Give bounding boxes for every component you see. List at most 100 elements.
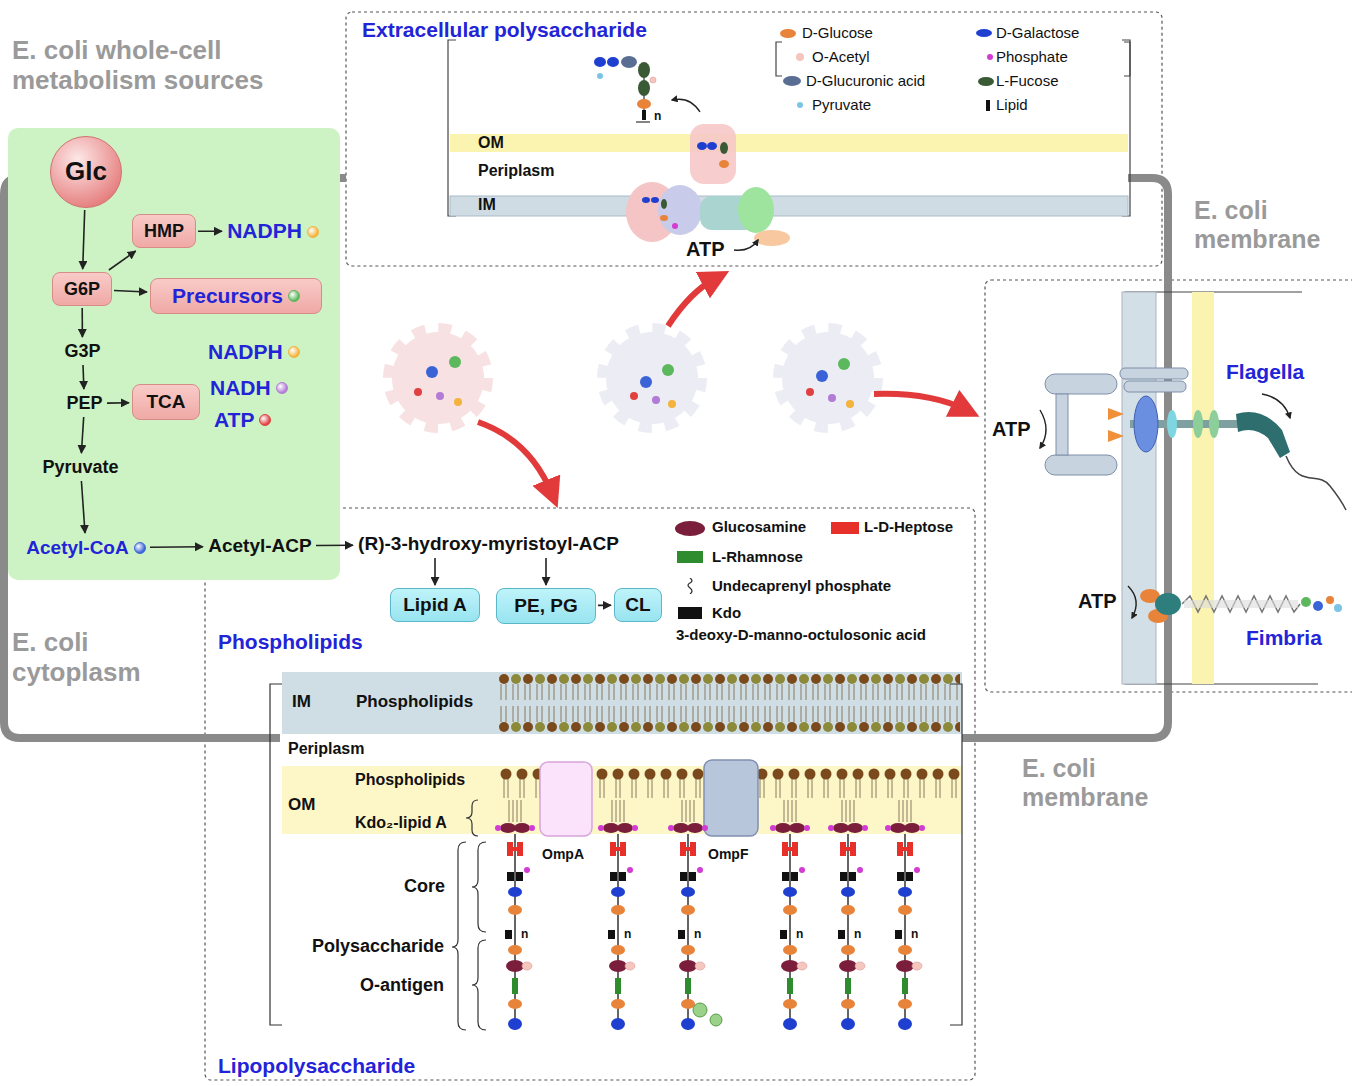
text-label: n bbox=[911, 928, 918, 942]
metabolite-node: Acetyl-ACP bbox=[206, 534, 314, 558]
text-label: Phospholipids bbox=[355, 771, 465, 789]
legend-holder: Pyruvate bbox=[812, 96, 871, 114]
legend-holder: Kdo bbox=[712, 604, 741, 622]
text-label: Phospholipids bbox=[218, 630, 363, 654]
text-label: 3-deoxy-D-manno-octulosonic acid bbox=[676, 626, 926, 643]
legend-swatch bbox=[780, 29, 796, 38]
text-label: OmpF bbox=[708, 846, 748, 862]
legend-swatch bbox=[677, 551, 703, 563]
lipid-box: Lipid A bbox=[390, 588, 480, 622]
label-holder: OmpF bbox=[708, 846, 748, 862]
text-label: IM bbox=[292, 692, 311, 712]
node-text: PE, PG bbox=[514, 595, 577, 617]
label-holder: n bbox=[654, 110, 661, 124]
label-holder: NADPH bbox=[208, 340, 300, 364]
cofactor-dot bbox=[288, 290, 300, 302]
flow-arrow bbox=[81, 417, 83, 453]
text-label: Extracellular polysaccharide bbox=[362, 18, 647, 42]
legend-holder: D-Galactose bbox=[996, 24, 1079, 42]
label-holder: Fimbria bbox=[1246, 626, 1322, 650]
label-holder: n bbox=[624, 928, 631, 942]
panel-heading: E. coli whole-cell metabolism sources bbox=[12, 36, 332, 96]
node-text: Acetyl-ACP bbox=[208, 535, 311, 557]
text-label: Periplasm bbox=[288, 740, 364, 758]
cofactor-dot bbox=[288, 346, 300, 358]
text-label: Polysaccharide bbox=[312, 936, 444, 957]
flow-arrow bbox=[81, 481, 85, 533]
text-label: Core bbox=[404, 876, 445, 897]
label-holder: IM bbox=[478, 196, 496, 214]
label-holder: O-antigen bbox=[360, 975, 444, 996]
flow-arrow bbox=[316, 544, 353, 546]
label-holder: IM bbox=[292, 692, 311, 712]
text-label: Kdo₂-lipid A bbox=[355, 814, 447, 832]
text-label: OM bbox=[478, 134, 504, 152]
node-text: Precursors bbox=[172, 284, 283, 308]
label-holder: Periplasm bbox=[288, 740, 364, 758]
label-holder: E. coli cytoplasm bbox=[12, 628, 162, 688]
node-text: G6P bbox=[64, 279, 100, 300]
label-holder: Extracellular polysaccharide bbox=[362, 18, 647, 42]
label-holder: Flagella bbox=[1226, 360, 1304, 384]
legend-text: D-Glucose bbox=[802, 24, 873, 41]
legend-swatch bbox=[783, 76, 801, 86]
legend-text: D-Glucuronic acid bbox=[806, 72, 925, 89]
node-text: G3P bbox=[64, 341, 100, 362]
node-text: Lipid A bbox=[403, 594, 467, 616]
label-holder: n bbox=[521, 928, 528, 942]
label-holder: Phospholipids bbox=[356, 692, 473, 712]
legend-swatch bbox=[796, 53, 804, 61]
pathway-box: TCA bbox=[132, 384, 200, 420]
text-label: n bbox=[654, 110, 661, 124]
legend-text: Lipid bbox=[996, 96, 1028, 113]
text-label: E. coli membrane bbox=[1194, 196, 1342, 254]
text-label: ATP bbox=[686, 238, 725, 261]
legend-text: L-Fucose bbox=[996, 72, 1059, 89]
flow-arrow bbox=[598, 604, 611, 606]
cofactor-dot bbox=[259, 414, 271, 426]
node-text: Pyruvate bbox=[42, 457, 118, 478]
label-holder: 3-deoxy-D-manno-octulosonic acid bbox=[676, 626, 926, 643]
legend-holder: Phosphate bbox=[996, 48, 1068, 66]
text-label: E. coli cytoplasm bbox=[12, 628, 162, 688]
lipid-box: PE, PG bbox=[496, 588, 596, 624]
text-label: ATP bbox=[1078, 590, 1117, 613]
text-label: O-antigen bbox=[360, 975, 444, 996]
node-text: TCA bbox=[146, 391, 185, 413]
label-holder: E. coli membrane bbox=[1194, 196, 1342, 254]
label-holder: OM bbox=[288, 795, 315, 815]
legend-holder: D-Glucuronic acid bbox=[806, 72, 925, 90]
legend-text: Phosphate bbox=[996, 48, 1068, 65]
label-holder: ATP bbox=[1078, 590, 1117, 613]
text-label: Periplasm bbox=[478, 162, 554, 180]
legend-text: L-Rhamnose bbox=[712, 548, 803, 565]
legend-swatch bbox=[678, 607, 702, 619]
product-node: NADPH bbox=[225, 218, 321, 245]
text-label: IM bbox=[478, 196, 496, 214]
legend-text: Undecaprenyl phosphate bbox=[712, 577, 891, 594]
label-holder: n bbox=[694, 928, 701, 942]
legend-text: O-Acetyl bbox=[812, 48, 870, 65]
metabolite-node: Pyruvate bbox=[40, 456, 121, 479]
legend-swatch bbox=[685, 578, 695, 594]
label-holder: n bbox=[854, 928, 861, 942]
metabolite-node: G3P bbox=[62, 340, 103, 363]
node-text: PEP bbox=[66, 393, 102, 414]
text-label: n bbox=[854, 928, 861, 942]
pathway-box: HMP bbox=[132, 214, 196, 248]
label-holder: Phospholipids bbox=[218, 630, 363, 654]
flow-arrow bbox=[83, 210, 85, 269]
node-text: HMP bbox=[144, 221, 184, 242]
label-holder: Lipopolysaccharide bbox=[218, 1054, 415, 1078]
label-holder: OmpA bbox=[542, 846, 584, 862]
legend-holder: L-Fucose bbox=[996, 72, 1059, 90]
label-holder: ATP bbox=[992, 418, 1031, 441]
lipid-box: CL bbox=[614, 588, 662, 622]
legend-holder: L-Rhamnose bbox=[712, 548, 803, 566]
label-holder: Polysaccharide bbox=[312, 936, 444, 957]
legend-swatch bbox=[797, 102, 803, 108]
